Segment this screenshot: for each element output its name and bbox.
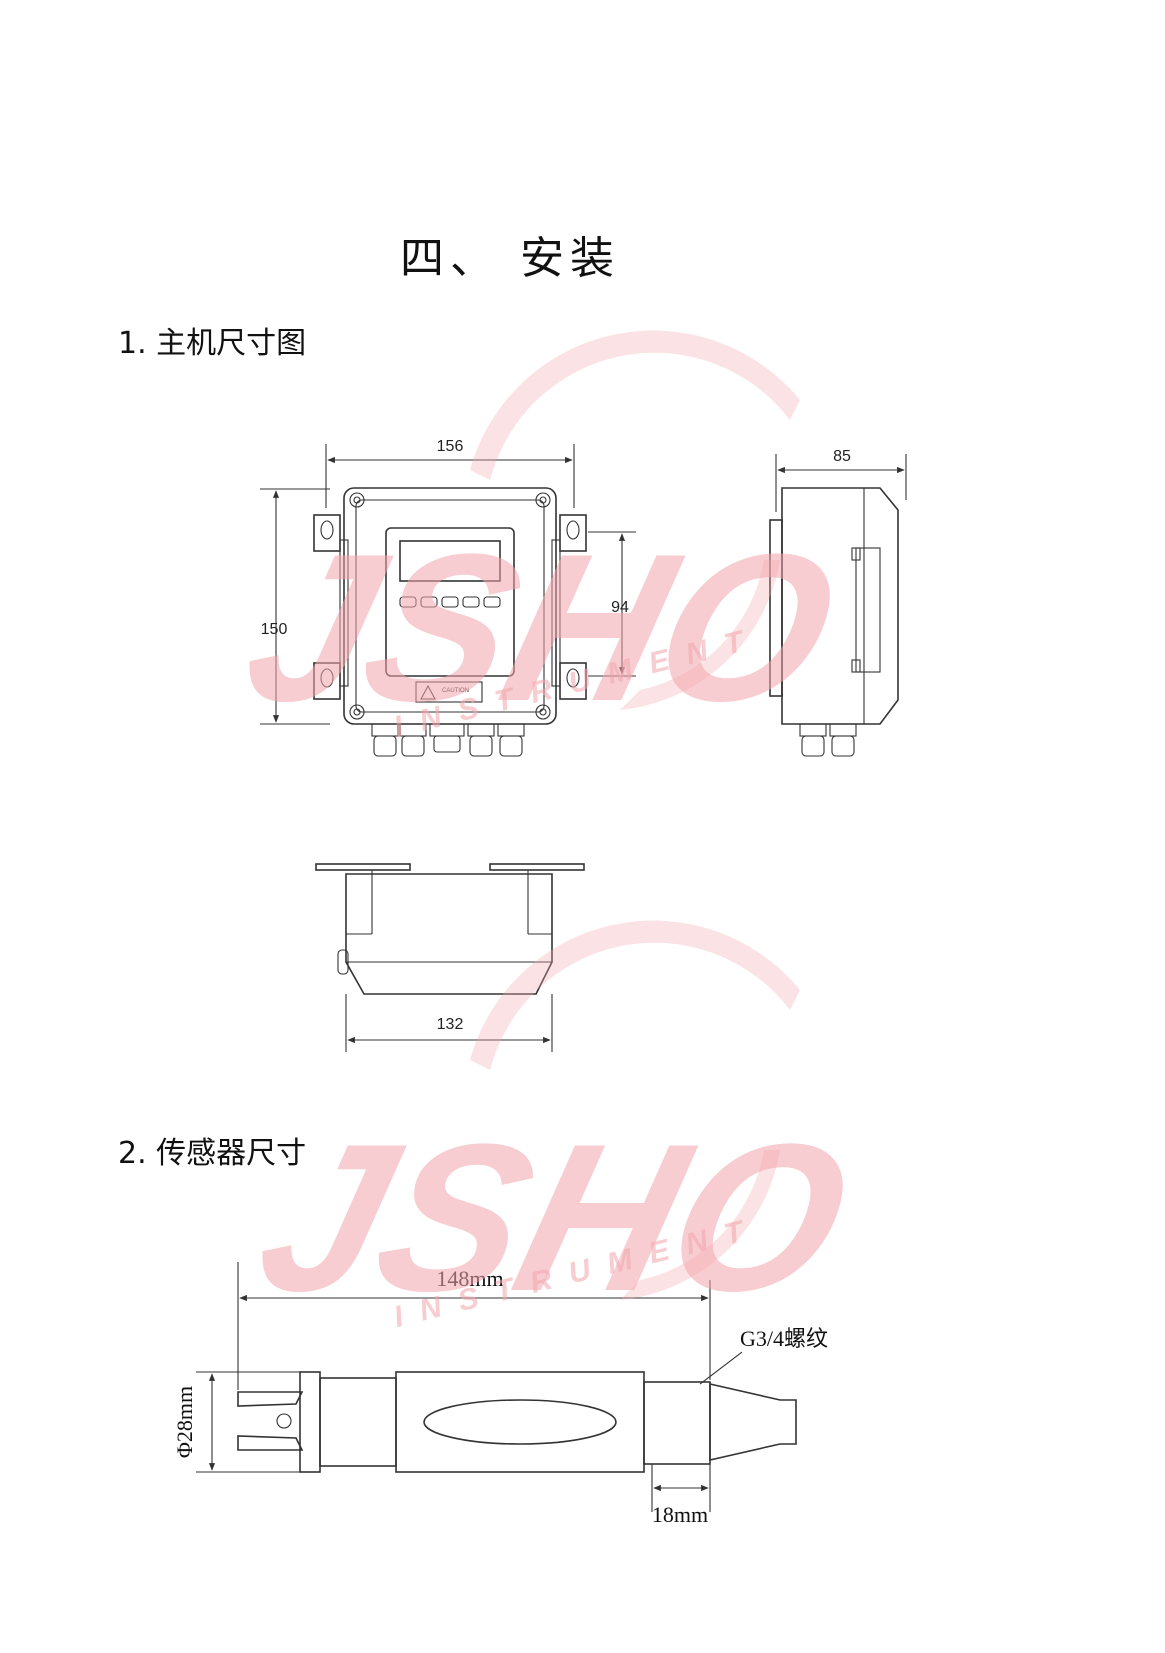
host-side-view: 85: [769, 448, 907, 757]
page-title: 四、 安装: [400, 233, 620, 284]
sensor-collar: [299, 1371, 321, 1473]
mount-ear-top-right: [559, 514, 587, 552]
watermark-lower: JSHO INSTRUMENT: [239, 920, 869, 1335]
watermark-upper: JSHO INSTRUMENT: [226, 330, 856, 745]
dim-depth-85: 85: [833, 448, 851, 465]
thread-label: G3/4螺纹: [740, 1326, 828, 1351]
host-front-view: CAUTION 156 150 94: [260, 438, 636, 757]
watermark-arc-icon: [470, 330, 800, 480]
dim-thread-length: 18mm: [652, 1502, 708, 1527]
key-5: [483, 596, 501, 608]
watermark-brand-text: JSHO: [226, 511, 856, 745]
section-heading-sensor: 2. 传感器尺寸: [118, 1136, 307, 1171]
front-panel: [385, 527, 515, 677]
bracket-left: [315, 863, 411, 871]
sensor-cable-tail: [709, 1382, 797, 1462]
side-housing-outline: [781, 487, 899, 725]
cable-glands-side: [799, 723, 857, 757]
key-1: [399, 596, 417, 608]
section-heading-host: 1. 主机尺寸图: [118, 326, 307, 361]
key-2: [420, 596, 438, 608]
sensor-prong-bottom: [237, 1435, 304, 1451]
watermark-brand-text: JSHO: [239, 1101, 869, 1335]
lcd-display: [399, 540, 501, 582]
host-bottom-view: 132: [315, 863, 585, 1052]
mount-ear-top-left: [313, 514, 341, 552]
sensor-window: [423, 1399, 617, 1445]
key-4: [462, 596, 480, 608]
sensor-body: [395, 1371, 645, 1473]
dim-bottom-132: 132: [437, 1016, 464, 1033]
cable-glands-front: [371, 723, 525, 757]
dim-width-156: 156: [437, 438, 464, 455]
warning-triangle-icon: [420, 684, 436, 700]
dim-sensor-diameter: Φ28mm: [172, 1386, 197, 1458]
sensor-drawing: 148mm Φ28mm 18mm G3/4螺纹: [172, 1262, 828, 1527]
sensor-front-tube: [319, 1377, 397, 1467]
watermark-arc-icon: [470, 920, 800, 1070]
dim-display-94: 94: [611, 599, 629, 616]
caution-label: [415, 681, 483, 703]
sensor-hole: [276, 1413, 292, 1429]
bracket-right: [489, 863, 585, 871]
dim-sensor-length: 148mm: [436, 1266, 503, 1291]
sensor-thread: [643, 1381, 711, 1465]
caution-text: CAUTION: [442, 688, 469, 694]
key-3: [441, 596, 459, 608]
dim-height-150: 150: [261, 621, 288, 638]
sensor-prong-top: [237, 1391, 304, 1407]
